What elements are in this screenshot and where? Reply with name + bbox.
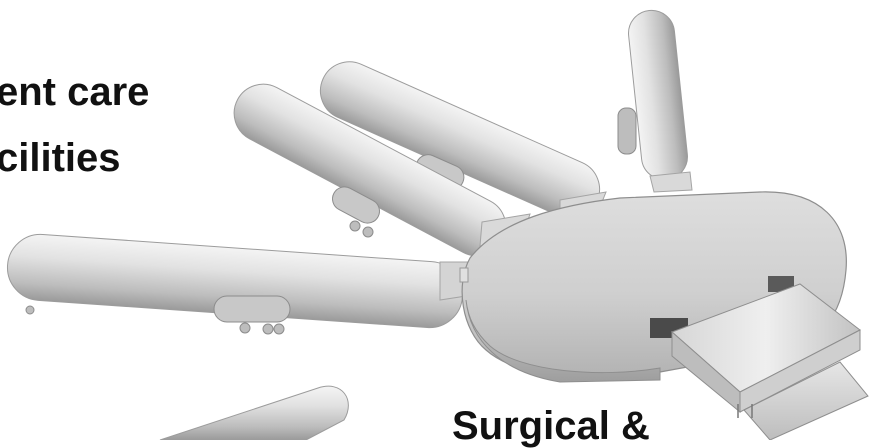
airship-module-bottom <box>160 386 348 440</box>
gondola <box>618 108 636 154</box>
label-surgical: Surgical & <box>452 404 650 448</box>
airship-module-left <box>5 232 464 334</box>
gondola <box>214 296 290 322</box>
airship-module-top-right <box>618 8 690 182</box>
label-outpatient-care: ent care <box>0 70 149 114</box>
label-facilities: cilities <box>0 136 121 180</box>
